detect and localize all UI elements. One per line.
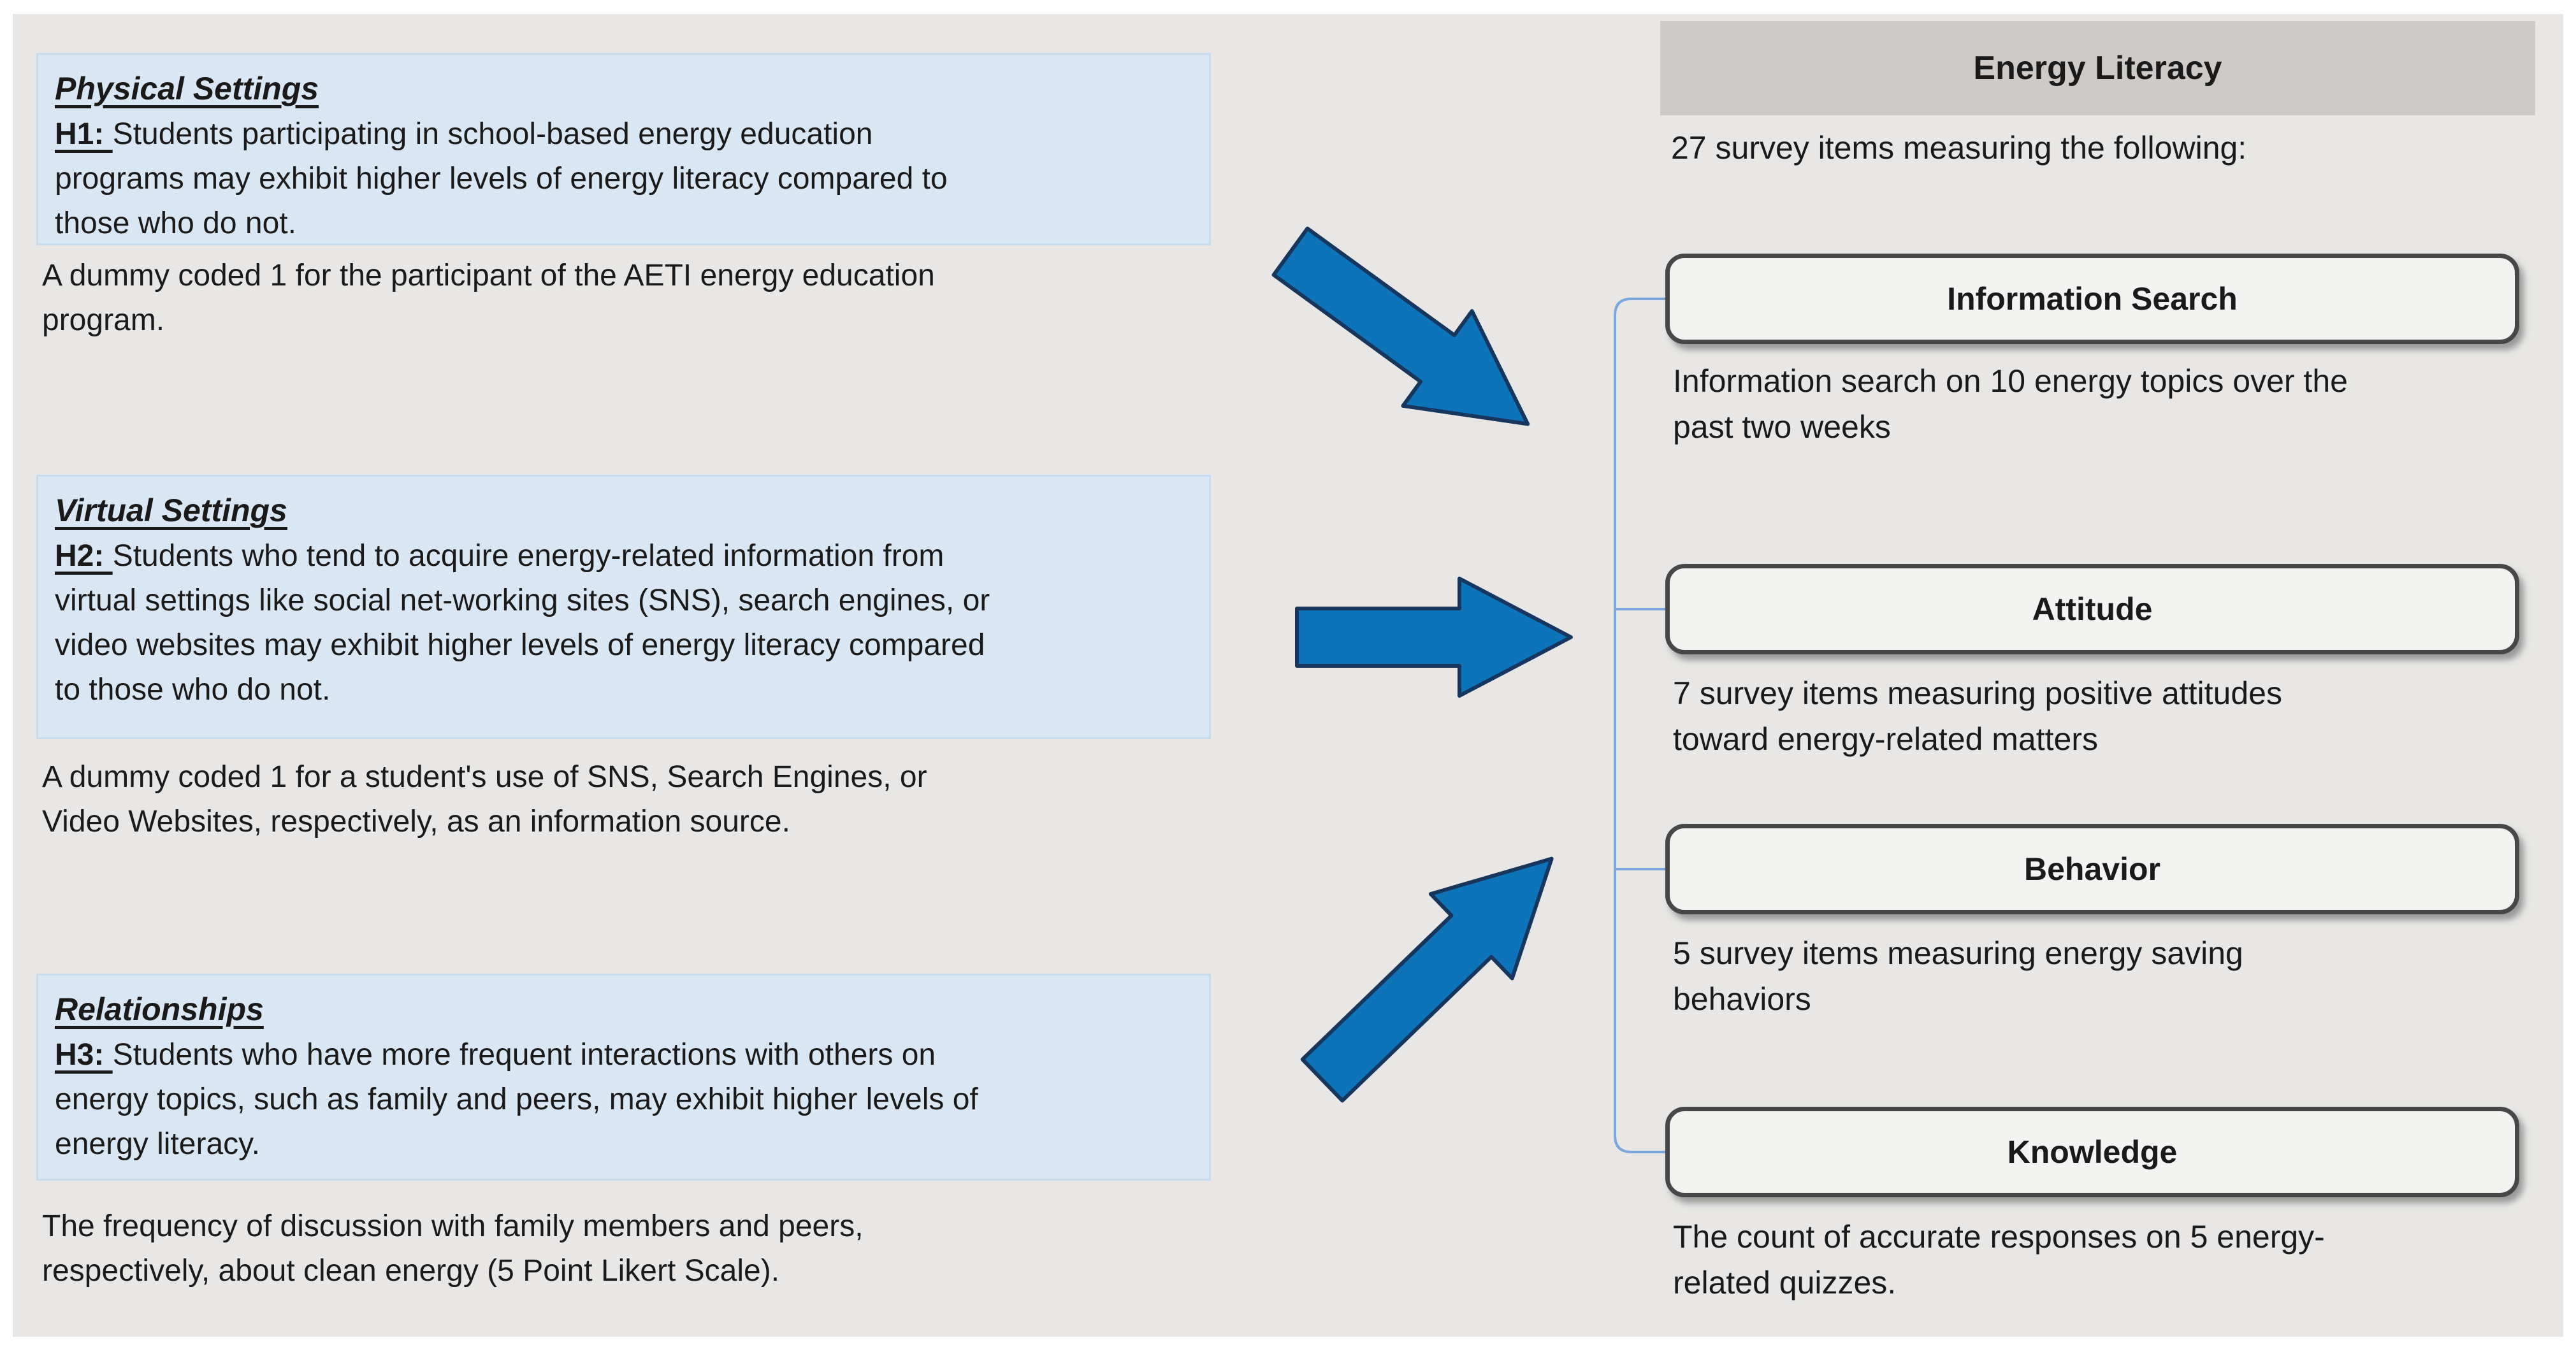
component-description-information-search: Information search on 10 energy topics o… bbox=[1673, 363, 2348, 445]
energy-literacy-title: Energy Literacy bbox=[1973, 50, 2222, 87]
hypothesis-label: H3: bbox=[55, 1038, 113, 1072]
component-title: Behavior bbox=[2024, 851, 2160, 887]
hypothesis-box-virtual-settings: Virtual Settings H2: Students who tend t… bbox=[36, 475, 1211, 739]
hypothesis-title: Relationships bbox=[55, 991, 264, 1027]
component-box-information-search: Information Search bbox=[1665, 254, 2519, 344]
component-description-attitude: 7 survey items measuring positive attitu… bbox=[1673, 675, 2282, 757]
hypothesis-text: Students participating in school-based e… bbox=[55, 117, 948, 240]
hypothesis-label: H2: bbox=[55, 539, 113, 573]
operationalization-text-h2: A dummy coded 1 for a student's use of S… bbox=[42, 760, 927, 839]
component-title: Knowledge bbox=[2007, 1134, 2178, 1170]
hypothesis-text: Students who have more frequent interact… bbox=[55, 1038, 978, 1161]
component-description-knowledge: The count of accurate responses on 5 ene… bbox=[1673, 1219, 2325, 1300]
component-box-knowledge: Knowledge bbox=[1665, 1107, 2519, 1197]
component-title: Attitude bbox=[2032, 591, 2153, 627]
energy-literacy-intro: 27 survey items measuring the following: bbox=[1671, 130, 2247, 166]
hypothesis-box-relationships: Relationships H3: Students who have more… bbox=[36, 974, 1211, 1181]
operationalization-text-h1: A dummy coded 1 for the participant of t… bbox=[42, 259, 935, 337]
component-box-behavior: Behavior bbox=[1665, 824, 2519, 914]
hypothesis-box-physical-settings: Physical Settings H1: Students participa… bbox=[36, 53, 1211, 245]
hypothesis-label: H1: bbox=[55, 117, 113, 151]
component-description-behavior: 5 survey items measuring energy saving b… bbox=[1673, 935, 2243, 1017]
component-title: Information Search bbox=[1947, 281, 2238, 317]
operationalization-text-h3: The frequency of discussion with family … bbox=[42, 1209, 864, 1288]
hypothesis-title: Virtual Settings bbox=[55, 493, 287, 528]
energy-literacy-header-bar: Energy Literacy bbox=[1660, 21, 2535, 115]
hypothesis-title: Physical Settings bbox=[55, 71, 319, 106]
component-box-attitude: Attitude bbox=[1665, 564, 2519, 654]
hypothesis-text: Students who tend to acquire energy-rela… bbox=[55, 539, 990, 707]
